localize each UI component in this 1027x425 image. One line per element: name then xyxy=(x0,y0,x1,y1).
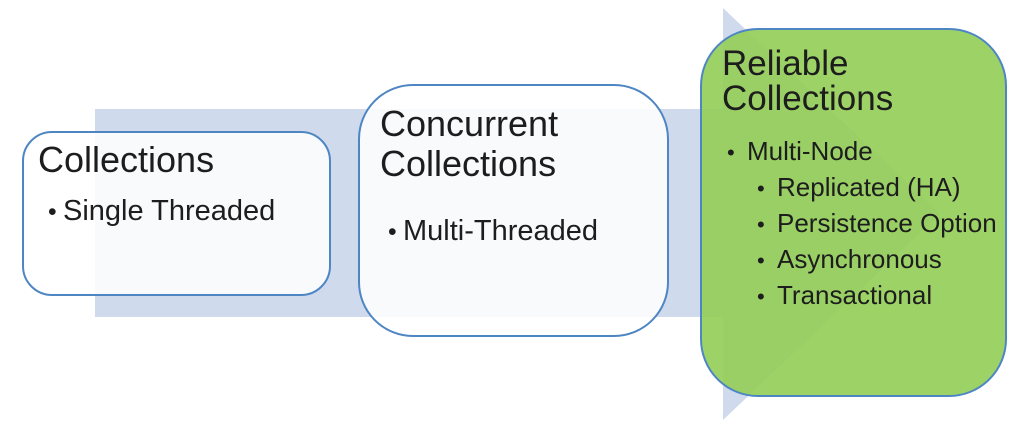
bullet-text: Persistence Option xyxy=(777,208,997,238)
bullet-item: • Replicated (HA) xyxy=(757,170,985,206)
bullet-dot-icon: • xyxy=(757,248,765,273)
reliable-collections-box: Reliable Collections • Multi-Node • Replica… xyxy=(700,28,1007,397)
bullet-item: •Multi-Threaded xyxy=(388,212,647,252)
bullet-dot-icon: • xyxy=(757,176,765,201)
reliable-collections-box-title: Reliable Collections xyxy=(722,44,894,118)
bullet-text: Asynchronous xyxy=(777,244,942,274)
bullet-item: • Transactional xyxy=(757,278,985,314)
bullet-item: • Persistence Option xyxy=(757,206,997,242)
bullet-text: Replicated (HA) xyxy=(777,172,961,202)
bullet-item: • Multi-Node xyxy=(727,134,985,170)
concurrent-collections-box: Concurrent Collections •Multi-Threaded xyxy=(358,84,669,337)
reliable-collections-bullet-list: • Multi-Node • Replicated (HA) • Persistence … xyxy=(727,134,997,314)
bullet-dot-icon: • xyxy=(757,284,765,309)
bullet-text: Transactional xyxy=(777,280,933,310)
collections-box: Collections •Single Threaded xyxy=(22,131,331,296)
bullet-text: Multi-Node xyxy=(747,136,873,166)
bullet-dot-icon: • xyxy=(388,219,397,246)
bullet-dot-icon: • xyxy=(727,140,735,165)
bullet-text: Multi-Threaded xyxy=(403,215,599,247)
bullet-item: • Asynchronous xyxy=(757,242,985,278)
collections-box-title: Collections xyxy=(38,139,215,180)
bullet-item: •Single Threaded xyxy=(48,192,315,232)
concurrent-collections-bullet-list: •Multi-Threaded xyxy=(388,212,647,252)
bullet-dot-icon: • xyxy=(757,212,765,237)
concurrent-collections-box-title: Concurrent Collections xyxy=(380,103,559,184)
bullet-text: Single Threaded xyxy=(63,195,276,227)
collections-bullet-list: •Single Threaded xyxy=(48,192,315,232)
bullet-dot-icon: • xyxy=(48,199,57,226)
